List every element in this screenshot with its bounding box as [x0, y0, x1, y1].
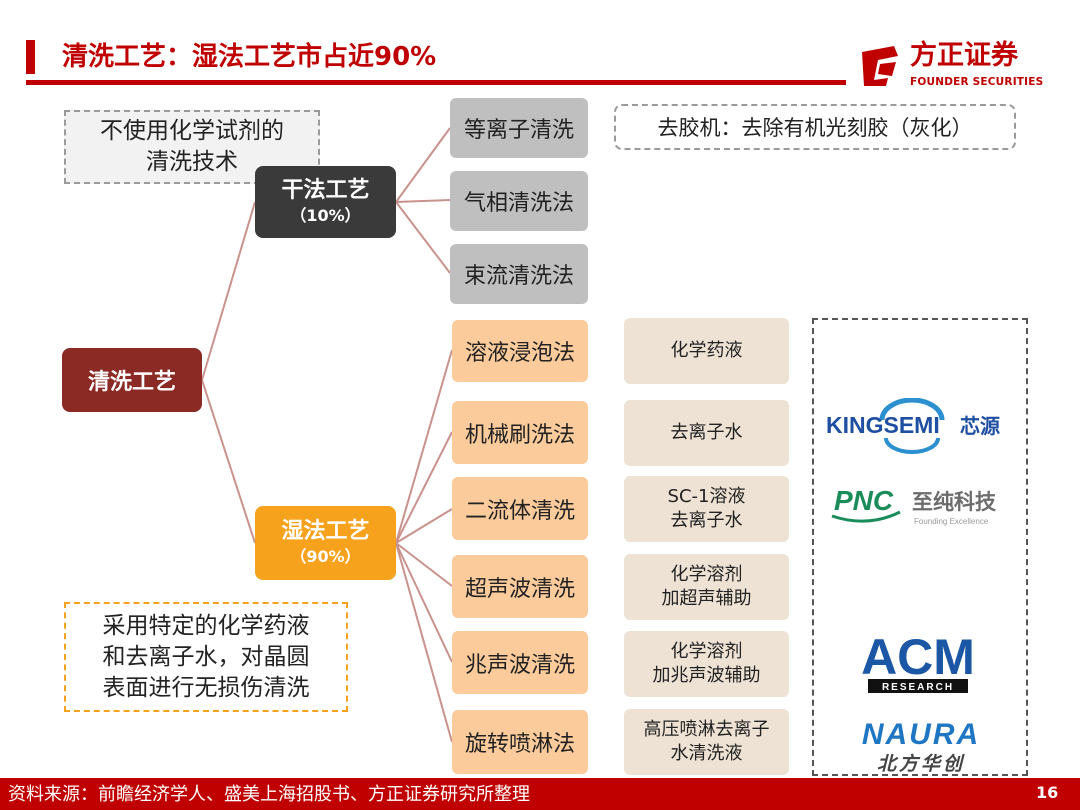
vendor-logo-panel	[812, 318, 1028, 776]
agent-line: 加超声辅助	[661, 588, 752, 609]
agent-di-water: 去离子水	[624, 400, 789, 466]
note-line: 不使用化学试剂的	[100, 118, 284, 144]
note-line: 表面进行无损伤清洗	[102, 674, 310, 701]
note-line: 采用特定的化学药液	[102, 612, 310, 639]
brand-name-cn: 方正证券	[910, 40, 1018, 71]
wet-process-name: 湿法工艺	[281, 519, 370, 544]
dry-process-name: 干法工艺	[281, 178, 370, 203]
agent-line: 水清洗液	[670, 743, 743, 764]
naura-logo: NAURA 北方华创	[862, 718, 980, 774]
wet-process-node: 湿法工艺 （90%）	[255, 506, 396, 580]
agent-megasonic-solvent: 化学溶剂 加兆声波辅助	[624, 631, 789, 697]
note-line: 清洗技术	[146, 149, 238, 175]
source-note: 资料来源：前瞻经济学人、盛美上海招股书、方正证券研究所整理	[8, 784, 530, 805]
agent-line: 去离子水	[670, 510, 743, 531]
ashing-note: 去胶机：去除有机光刻胶（灰化）	[614, 104, 1016, 150]
pnc-logo-en: PNC	[834, 485, 894, 516]
wet-process-share: （90%）	[290, 547, 361, 566]
page-number: 16	[1036, 783, 1059, 802]
wet-method-ultrasonic: 超声波清洗	[452, 555, 588, 618]
title-underline	[26, 80, 846, 85]
footer-bar	[0, 778, 1080, 810]
agent-line: 加兆声波辅助	[652, 665, 761, 686]
agent-line: 化学溶剂	[670, 641, 743, 662]
agent-ultrasonic-solvent: 化学溶剂 加超声辅助	[624, 554, 789, 620]
agent-line: 化学药液	[670, 340, 743, 361]
dry-method-plasma: 等离子清洗	[450, 98, 588, 158]
acm-research-logo: ACM RESEARCH	[862, 629, 974, 693]
wet-process-note: 采用特定的化学药液 和去离子水，对晶圆 表面进行无损伤清洗	[64, 602, 348, 712]
dry-process-node: 干法工艺 （10%）	[255, 166, 396, 238]
wet-method-brush: 机械刷洗法	[452, 401, 588, 464]
brand-name-en: FOUNDER SECURITIES	[910, 76, 1044, 88]
pnc-logo-cn: 至纯科技	[912, 490, 997, 514]
wet-method-megasonic: 兆声波清洗	[452, 631, 588, 694]
dry-method-beam: 束流清洗法	[450, 244, 588, 304]
founder-logo-icon	[862, 46, 898, 86]
agent-line: 化学溶剂	[670, 564, 743, 585]
dry-process-share: （10%）	[290, 206, 361, 225]
acm-logo-sub: RESEARCH	[882, 682, 954, 693]
naura-logo-en: NAURA	[862, 718, 980, 751]
agent-line: 高压喷淋去离子	[643, 719, 770, 740]
note-line: 和去离子水，对晶圆	[102, 643, 310, 670]
root-node-cleaning-process: 清洗工艺	[62, 348, 202, 412]
naura-logo-cn: 北方华创	[877, 753, 965, 774]
wet-method-two-fluid: 二流体清洗	[452, 477, 588, 540]
kingsemi-logo: KINGSEMI 芯源	[826, 398, 1000, 454]
wet-method-immersion: 溶液浸泡法	[452, 320, 588, 382]
agent-high-pressure-spray: 高压喷淋去离子 水清洗液	[624, 709, 789, 775]
acm-logo-en: ACM	[862, 629, 974, 685]
agent-line: SC-1溶液	[667, 486, 746, 507]
pnc-logo: PNC 至纯科技 Founding Excellence	[831, 485, 997, 526]
kingsemi-logo-cn: 芯源	[960, 414, 1000, 438]
agent-line: 去离子水	[670, 422, 743, 443]
kingsemi-logo-en: KINGSEMI	[826, 412, 940, 438]
wet-method-spin-spray: 旋转喷淋法	[452, 710, 588, 774]
agent-chemical-liquid: 化学药液	[624, 318, 789, 384]
dry-method-vapor: 气相清洗法	[450, 171, 588, 231]
title-accent-bar	[26, 40, 35, 74]
pnc-logo-sub: Founding Excellence	[914, 517, 989, 526]
slide-title: 清洗工艺：湿法工艺市占近90%	[62, 42, 437, 72]
agent-sc1: SC-1溶液 去离子水	[624, 476, 789, 542]
